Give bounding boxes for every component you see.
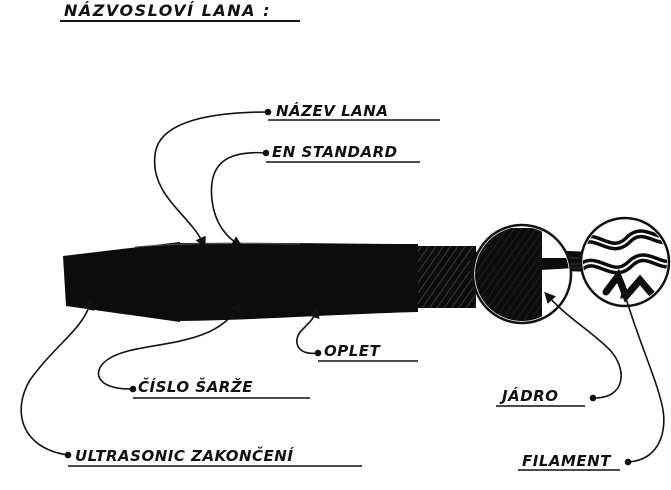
bullet-filament <box>624 458 632 466</box>
label-filament: FILAMENT <box>522 452 611 470</box>
leader-filament <box>620 286 665 463</box>
label-en-standard: EN STANDARD <box>272 143 398 161</box>
label-jadro: JÁDRO <box>502 387 559 405</box>
leader-ultrasonic <box>20 298 94 456</box>
bullet-cislo-sarze <box>129 385 137 393</box>
label-cislo-sarze: ČÍSLO ŠARŽE <box>138 378 253 396</box>
leader-en-standard <box>210 151 267 247</box>
rope-sheath <box>178 242 418 321</box>
rope-core-section <box>418 246 476 308</box>
bullet-oplet <box>314 349 322 357</box>
rope-ultrasonic-end <box>63 242 180 322</box>
core-magnifier-icon <box>471 223 573 325</box>
leader-nazev-lana <box>153 111 269 249</box>
label-oplet: OPLET <box>324 342 381 360</box>
bullet-jadro <box>589 394 597 402</box>
rope-sheath-texture <box>134 242 301 248</box>
bullet-ultrasonic <box>64 451 72 459</box>
page-title: NÁZVOSLOVÍ LANA : <box>64 1 271 20</box>
bullet-nazev-lana <box>264 108 272 116</box>
leader-jadro <box>544 291 622 399</box>
leader-oplet <box>296 306 320 355</box>
label-nazev-lana: NÁZEV LANA <box>276 102 389 120</box>
label-ultrasonic-zakonceni: ULTRASONIC ZAKONČENÍ <box>75 447 294 465</box>
filament-magnifier-icon <box>579 216 671 308</box>
bullet-en-standard <box>262 149 270 157</box>
leader-cislo-sarze <box>97 301 241 390</box>
